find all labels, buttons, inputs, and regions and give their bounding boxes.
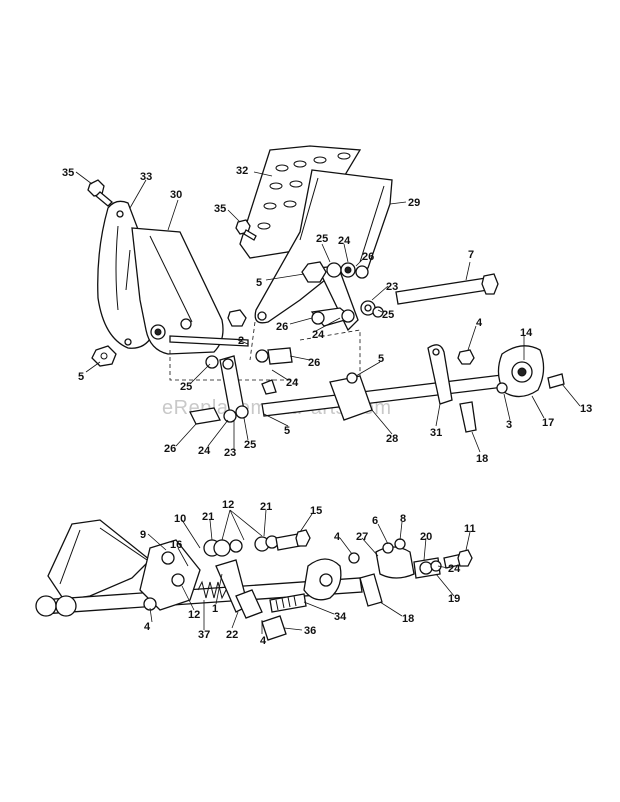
callout-6: 6 [372,515,378,527]
callout-5-low: 5 [284,425,290,437]
callout-26-low: 26 [164,443,176,455]
callout-24-right: 24 [448,563,461,575]
callout-25-right: 25 [382,309,394,321]
callout-22: 22 [226,629,238,641]
callout-12-low: 12 [188,609,200,621]
callout-28: 28 [386,433,398,445]
callout-37: 37 [198,629,210,641]
callout-25-mid: 25 [180,381,192,393]
callout-36: 36 [304,625,316,637]
callout-34: 34 [334,611,347,623]
callout-15: 15 [310,505,322,517]
callout-24-lowmid: 24 [286,377,299,389]
flange-bearing-14 [496,345,545,398]
callout-35-center: 35 [214,203,226,215]
bolt-35-center [235,219,257,241]
callout-23-low: 23 [224,447,236,459]
spring-37 [197,580,227,600]
bottom-assembly [35,519,473,641]
callout-21-right: 21 [260,501,272,513]
callout-9: 9 [140,529,146,541]
callout-24-low: 24 [198,445,211,457]
callout-5-top: 5 [256,277,262,289]
callout-32: 32 [236,165,248,177]
callout-24-top: 24 [338,235,351,247]
frame-arm [47,519,151,601]
nut-5 [91,345,117,367]
callout-16: 16 [170,539,182,551]
callout-23-top: 23 [386,281,398,293]
callout-31: 31 [430,427,442,439]
callout-1: 1 [212,603,218,615]
callout-5-left: 5 [78,371,84,383]
callout-7: 7 [468,249,474,261]
callout-17: 17 [542,417,554,429]
callout-24-mid: 24 [312,329,325,341]
bolt-34 [269,593,307,613]
callout-2: 2 [238,335,244,347]
callout-labels: 35 33 30 32 35 29 25 24 26 7 5 23 25 26 … [62,165,592,647]
callout-18-low: 18 [402,613,414,625]
callout-8: 8 [400,513,406,525]
shaft-7 [395,273,499,305]
callout-35: 35 [62,167,74,179]
callout-29: 29 [408,197,420,209]
callout-4-low: 4 [260,635,267,647]
callout-11: 11 [464,523,476,535]
callout-19: 19 [448,593,460,605]
leader-lines [75,171,581,634]
callout-10: 10 [174,513,186,525]
bracket-30 [131,227,224,355]
callout-20: 20 [420,531,432,543]
callout-5-shaft: 5 [378,353,384,365]
callout-26-top: 26 [362,251,374,263]
callout-4-mid: 4 [334,531,341,543]
callout-13: 13 [580,403,592,415]
callout-12-top: 12 [222,499,234,511]
callout-4-top: 4 [476,317,483,329]
callout-25-top: 25 [316,233,328,245]
callout-26-lowmid: 26 [308,357,320,369]
callout-18-top: 18 [476,453,488,465]
callout-27: 27 [356,531,368,543]
top-assembly [87,145,565,433]
callout-26-mid: 26 [276,321,288,333]
callout-3: 3 [506,419,512,431]
callout-4-left: 4 [144,621,151,633]
callout-33: 33 [140,171,152,183]
callout-14: 14 [520,327,533,339]
pedal-bracket-29 [254,169,393,324]
callout-30: 30 [170,189,182,201]
callout-21-left: 21 [202,511,214,523]
callout-25-low: 25 [244,439,256,451]
